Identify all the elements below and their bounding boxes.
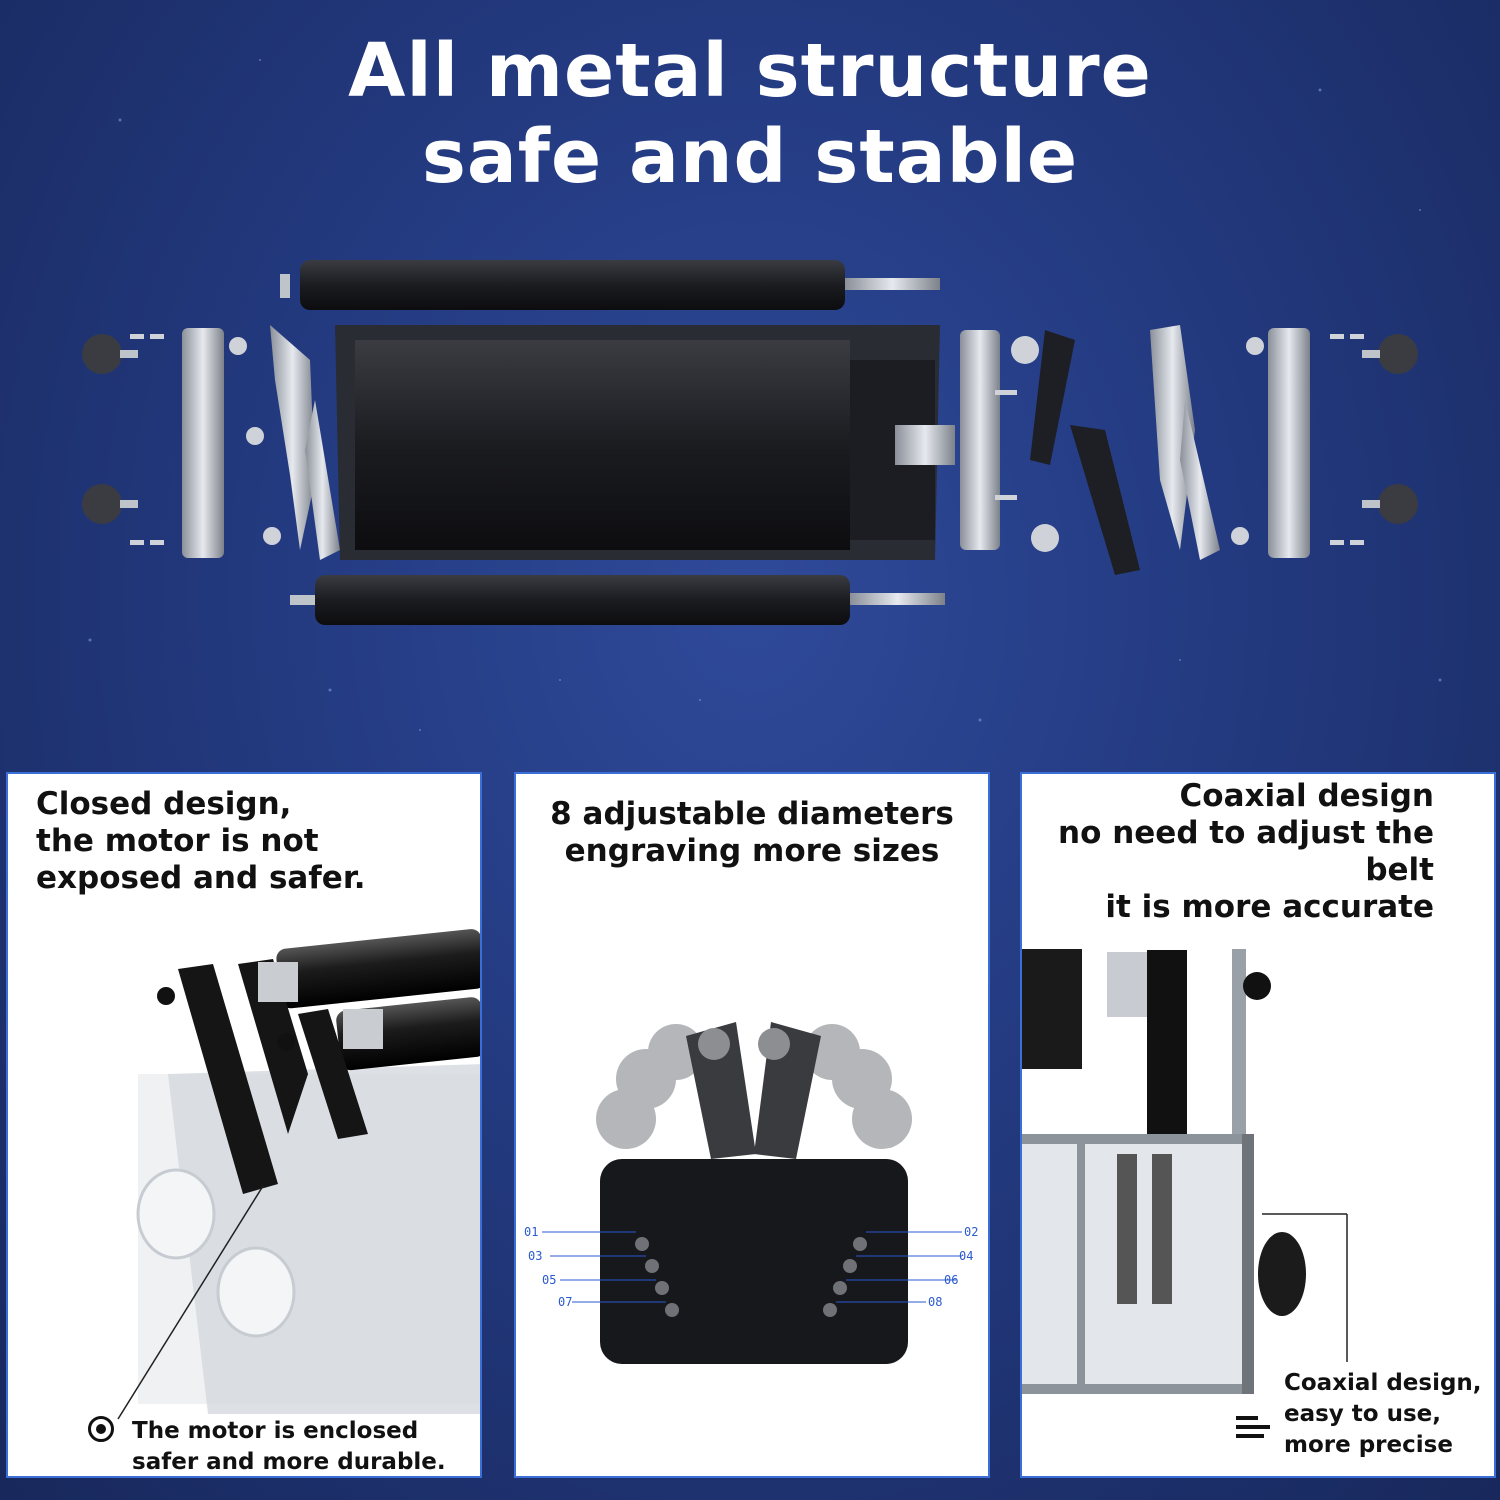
diameters-title-line-1: 8 adjustable diameters: [550, 796, 954, 832]
diameter-plate-diagram: [542, 1022, 962, 1364]
headline-line-1: All metal structure: [348, 28, 1152, 114]
radio-bullet-icon: [88, 1416, 114, 1442]
hole-label-06: 06: [944, 1273, 959, 1287]
exploded-parts-illustration: [82, 260, 1418, 625]
diameters-title: 8 adjustable diameters engraving more si…: [516, 796, 988, 870]
adjustable-diameters-panel: 8 adjustable diameters engraving more si…: [514, 772, 990, 1478]
closed-design-panel: Closed design, the motor is not exposed …: [6, 772, 482, 1478]
hole-label-07: 07: [558, 1295, 573, 1309]
headline-line-2: safe and stable: [421, 114, 1079, 200]
hole-label-08: 08: [928, 1295, 943, 1309]
coaxial-title-line-3: it is more accurate: [1105, 889, 1434, 925]
coaxial-title-line-2: no need to adjust the belt: [1058, 815, 1434, 888]
coaxial-note-line-3: more precise: [1284, 1432, 1453, 1458]
hole-label-02: 02: [964, 1225, 979, 1239]
coaxial-title: Coaxial design no need to adjust the bel…: [1022, 778, 1434, 926]
hole-label-05: 05: [542, 1273, 557, 1287]
hole-label-01: 01: [524, 1225, 539, 1239]
hole-label-03: 03: [528, 1249, 543, 1263]
coaxial-mechanism-photo: [1022, 949, 1348, 1394]
coaxial-note: Coaxial design, easy to use, more precis…: [1284, 1368, 1482, 1461]
closed-title-line-1: Closed design,: [36, 786, 292, 822]
coaxial-design-panel: Coaxial design no need to adjust the bel…: [1020, 772, 1496, 1478]
motor-enclosed-note: The motor is enclosed safer and more dur…: [132, 1416, 446, 1476]
headline: All metal structure safe and stable: [0, 28, 1500, 200]
coaxial-title-line-1: Coaxial design: [1179, 778, 1434, 814]
coaxial-note-line-1: Coaxial design,: [1284, 1370, 1482, 1396]
lines-icon: [1236, 1416, 1270, 1442]
closed-note-line-1: The motor is enclosed: [132, 1418, 419, 1444]
enclosed-motor-photo: [117, 929, 480, 1420]
hole-label-04: 04: [959, 1249, 974, 1263]
coaxial-note-line-2: easy to use,: [1284, 1401, 1442, 1427]
closed-design-title: Closed design, the motor is not exposed …: [36, 786, 365, 897]
closed-title-line-3: exposed and safer.: [36, 860, 366, 896]
closed-title-line-2: the motor is not: [36, 823, 319, 859]
diameters-title-line-2: engraving more sizes: [564, 833, 940, 869]
closed-note-line-2: safer and more durable.: [132, 1449, 446, 1475]
